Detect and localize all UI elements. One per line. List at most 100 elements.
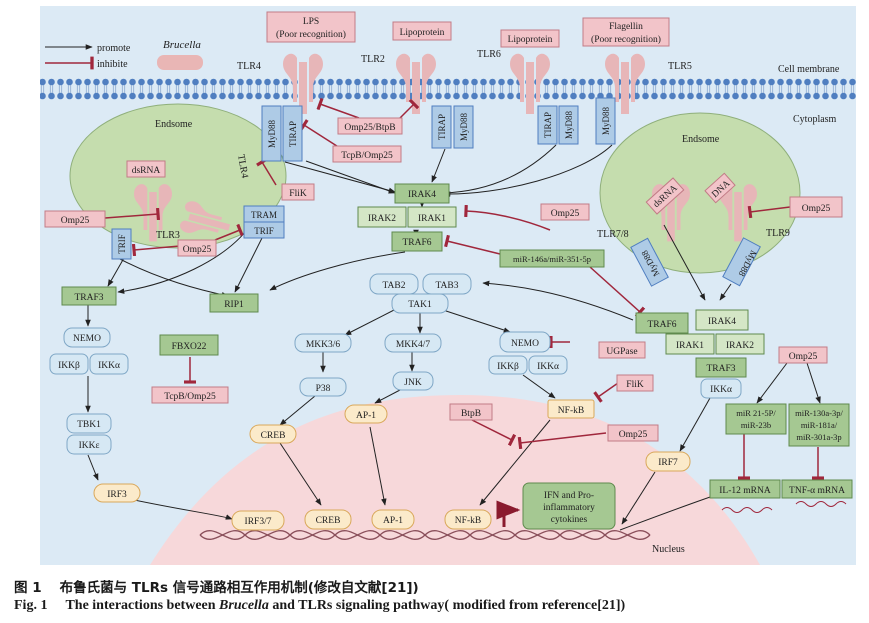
flik-mid-box bbox=[616, 374, 654, 392]
lipoprotein-1-label: Lipoprotein bbox=[400, 28, 445, 38]
ikka-mid-label: IKKα bbox=[537, 362, 559, 372]
lipoprotein-1-box bbox=[392, 21, 452, 41]
endosome-left-label: Endsome bbox=[155, 119, 193, 130]
irak2-right-box bbox=[715, 333, 765, 355]
cell-membrane-label: Cell membrane bbox=[778, 64, 840, 75]
myd88-b-box bbox=[453, 105, 474, 149]
traf6-box bbox=[391, 231, 443, 252]
tbk1-label: TBK1 bbox=[77, 420, 101, 430]
tirap-c-box bbox=[537, 105, 558, 145]
trif-b-box bbox=[111, 228, 132, 260]
tcpb-omp25-top-label: TcpB/Omp25 bbox=[341, 151, 393, 161]
trif-a-label: TRIF bbox=[254, 226, 274, 236]
omp25-mirna-box bbox=[540, 203, 590, 221]
trif-a-box bbox=[243, 221, 285, 239]
mkk36-label: MKK3/6 bbox=[306, 340, 341, 350]
lipoprotein-2-label: Lipoprotein bbox=[508, 35, 553, 45]
creb-label: CREB bbox=[261, 431, 286, 441]
endosome-right-label: Endsome bbox=[682, 134, 720, 145]
irf37-nucleus-box bbox=[231, 510, 285, 531]
irak1-right-box bbox=[665, 333, 715, 355]
il12-mrna-squiggle bbox=[721, 507, 773, 513]
p38-box bbox=[299, 377, 347, 397]
rip1-label: RIP1 bbox=[224, 300, 244, 310]
fbxo22-label: FBXO22 bbox=[172, 342, 207, 352]
caption-chinese-text: 布鲁氏菌与 TLRs 信号通路相互作用机制(修改自文献[21]) bbox=[59, 580, 419, 596]
flik-top-label: FliK bbox=[289, 189, 307, 199]
irak4-right-box bbox=[695, 309, 749, 331]
ikka-left-box bbox=[89, 353, 129, 375]
omp25-left-box bbox=[44, 210, 106, 228]
myd88-c-label: MyD88 bbox=[564, 111, 574, 140]
irf3-label: IRF3 bbox=[107, 490, 127, 500]
caption-english-number: Fig. 1 bbox=[14, 598, 48, 613]
mir21-box bbox=[725, 403, 787, 435]
tlr3-label: TLR3 bbox=[156, 230, 180, 241]
myd88-c-box bbox=[558, 105, 579, 145]
p38-label: P38 bbox=[316, 384, 331, 394]
il12-mrna-label: IL-12 mRNA bbox=[719, 486, 771, 496]
legend-promote: promote bbox=[97, 43, 131, 54]
brucella-icon bbox=[157, 55, 203, 70]
tak1-label: TAK1 bbox=[408, 300, 432, 310]
mirna-146-label: miR-146a/miR-351-5p bbox=[513, 254, 591, 264]
mkk47-box bbox=[384, 333, 442, 353]
irak2-right-label: IRAK2 bbox=[726, 341, 754, 351]
nemo-mid-label: NEMO bbox=[511, 339, 539, 349]
omp25-trif-label: Omp25 bbox=[183, 245, 212, 255]
mkk47-label: MKK4/7 bbox=[396, 340, 431, 350]
nfkb-label: NF-kB bbox=[558, 406, 584, 416]
legend-inhibite: inhibite bbox=[97, 59, 128, 70]
tirap-a-label: TIRAP bbox=[288, 121, 298, 147]
tnfa-mrna-box bbox=[781, 479, 853, 499]
irak1-box bbox=[407, 206, 457, 228]
caption-english-pre: The interactions between bbox=[65, 598, 216, 613]
ikka-right-box bbox=[700, 378, 742, 399]
flik-mid-label: FliK bbox=[626, 380, 644, 390]
tab2-box bbox=[369, 273, 419, 295]
lps-label: LPS bbox=[303, 17, 319, 27]
mir130-label-3: miR-301a-3p bbox=[796, 432, 841, 442]
omp25-far-right-box bbox=[789, 196, 843, 218]
ugpase-box bbox=[598, 341, 646, 359]
omp25-far-right-label: Omp25 bbox=[802, 204, 831, 214]
fbxo22-box bbox=[159, 334, 219, 356]
flagellin-label: Flagellin bbox=[609, 22, 643, 32]
tlr4-label: TLR4 bbox=[237, 61, 261, 72]
omp25-btpb-box bbox=[337, 117, 403, 135]
flagellin-poor-recognition: (Poor recognition) bbox=[591, 34, 661, 45]
dna-helix bbox=[199, 530, 651, 540]
omp25-left-label: Omp25 bbox=[61, 216, 90, 226]
dsrna-right-box bbox=[645, 177, 685, 215]
irak4-right-label: IRAK4 bbox=[708, 317, 736, 327]
traf6-right-box bbox=[635, 312, 689, 334]
dna-box bbox=[704, 172, 736, 204]
creb-nucleus-box bbox=[304, 509, 352, 530]
mirna-146-box bbox=[499, 249, 605, 268]
tak1-box bbox=[391, 293, 449, 314]
traf6-right-label: TRAF6 bbox=[647, 320, 676, 330]
tcpb-omp25-top-box bbox=[332, 145, 402, 163]
irf7-box bbox=[645, 451, 691, 472]
jnk-box bbox=[392, 371, 434, 391]
ikkb-left-box bbox=[49, 353, 89, 375]
lipoprotein-2-box bbox=[500, 29, 560, 48]
tlr6-label: TLR6 bbox=[477, 49, 501, 60]
ap1-box bbox=[344, 404, 388, 424]
irak1-label: IRAK1 bbox=[418, 214, 446, 224]
ifn-cytokines-label-3: cytokines bbox=[551, 515, 588, 525]
myd88-e-box bbox=[630, 237, 669, 287]
mir130-label-2: miR-181a/ bbox=[801, 420, 838, 430]
tnfa-mrna-squiggle bbox=[795, 501, 847, 507]
creb-nucleus-label: CREB bbox=[316, 516, 341, 526]
traf3-right-box bbox=[695, 357, 747, 378]
ikka-left-label: IKKα bbox=[98, 361, 120, 371]
myd88-d-label: MyD88 bbox=[601, 107, 611, 136]
mir21-label-2: miR-23b bbox=[741, 420, 771, 430]
irf37-nucleus-label: IRF3/7 bbox=[245, 517, 272, 527]
myd88-a-label: MyD88 bbox=[267, 120, 277, 149]
dsrna-left-box bbox=[126, 160, 166, 178]
tlr9-label: TLR9 bbox=[766, 228, 790, 239]
nfkb-box bbox=[547, 399, 595, 419]
